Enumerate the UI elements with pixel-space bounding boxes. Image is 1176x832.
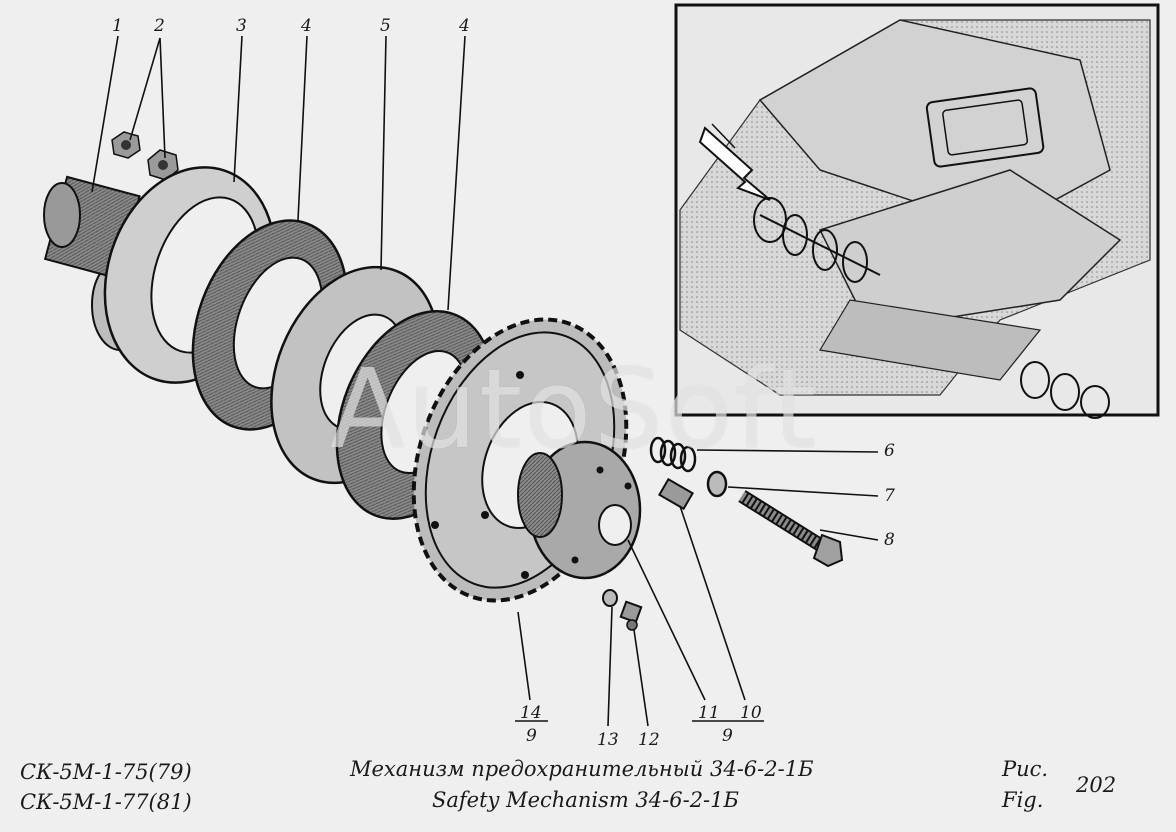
part-2-nuts [111, 131, 179, 181]
part-8-bolt [738, 490, 844, 568]
callout-11-10-qty: 9 [722, 726, 733, 746]
leader-lines [91, 35, 879, 727]
model-line-2: СК-5М-1-77(81) [20, 790, 192, 814]
callout-8: 8 [884, 530, 895, 550]
title-russian: Механизм предохранительный 34-6-2-1Б [350, 757, 814, 781]
part-13-washer [602, 589, 618, 607]
model-line-1: СК-5М-1-75(79) [20, 760, 192, 784]
callout-4b: 4 [459, 16, 470, 36]
figure-number: 202 [1076, 773, 1117, 797]
callout-6: 6 [884, 441, 895, 461]
inset-auger [753, 197, 1110, 419]
callout-14: 14 [520, 703, 542, 723]
part-12-fitting [619, 600, 643, 631]
figure-label-english: Fig. [1002, 788, 1044, 812]
callout-12: 12 [638, 730, 660, 750]
callout-11: 11 [698, 703, 720, 723]
part-7-washer [706, 470, 728, 498]
inset-harvester-view [674, 3, 1160, 419]
callout-2: 2 [154, 16, 165, 36]
inset-pointer-arrow [698, 123, 771, 201]
callout-13: 13 [597, 730, 619, 750]
title-english: Safety Mechanism 34-6-2-1Б [432, 788, 739, 812]
part-10-bushing [658, 477, 694, 511]
callout-10: 10 [740, 703, 762, 723]
part-11-hub [517, 440, 642, 580]
callout-1: 1 [112, 16, 123, 36]
part-6-spring [649, 436, 697, 473]
callout-3: 3 [236, 16, 247, 36]
callout-7: 7 [884, 486, 895, 506]
callout-4a: 4 [301, 16, 312, 36]
figure-label-russian: Рис. [1002, 757, 1049, 781]
callout-5: 5 [380, 16, 391, 36]
callout-14-qty: 9 [526, 726, 537, 746]
